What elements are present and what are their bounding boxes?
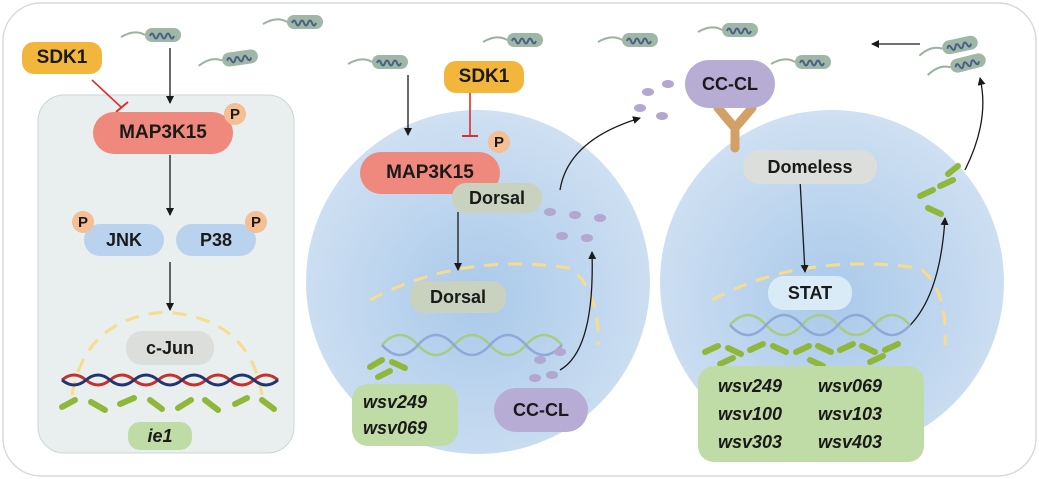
mrna-dashes-3 <box>702 163 961 369</box>
gene-wsv403-p3: wsv403 <box>818 432 883 452</box>
stat-label: STAT <box>768 276 852 310</box>
domeless-receptor <box>713 103 757 153</box>
dorsal-nuclear-label: Dorsal <box>410 281 506 313</box>
phospho-map3k15-1: P <box>224 103 246 125</box>
arrow-nucleus-to-outside <box>904 217 949 331</box>
gene-wsv249-p2: wsv249 <box>363 392 428 412</box>
p38-label: P38 <box>176 224 256 256</box>
nuclear-envelope-2 <box>369 262 600 346</box>
arrow-cell-to-virus <box>964 77 986 171</box>
cccl-dots-2 <box>529 80 674 382</box>
gene-wsv303-p3: wsv303 <box>718 432 783 452</box>
jnk-label: JNK <box>84 224 164 256</box>
dna-helix-3 <box>729 313 911 337</box>
gene-wsv103-p3: wsv103 <box>818 404 883 424</box>
inhibit-sdk1-map3k15 <box>91 79 123 109</box>
arrow-dorsal-to-cccl-secretion <box>559 116 641 191</box>
domeless-label: Domeless <box>743 150 877 184</box>
gene-wsv069-p2: wsv069 <box>363 418 428 438</box>
phospho-map3k15-2: P <box>488 131 510 153</box>
arrow-cccl-up <box>559 251 597 371</box>
gene-wsv069-p3: wsv069 <box>818 376 883 396</box>
sdk1-label-2: SDK1 <box>444 61 524 93</box>
cjun-label: c-Jun <box>126 331 214 365</box>
gene-box-2: wsv249 wsv069 <box>352 384 458 446</box>
nuclear-envelope-3 <box>711 262 947 346</box>
cccl-label-2: CC-CL <box>494 388 588 432</box>
gene-box-3: wsv249 wsv069 wsv100 wsv103 wsv303 wsv40… <box>698 366 924 462</box>
dorsal-cyto-label: Dorsal <box>452 183 542 213</box>
sdk1-label-1: SDK1 <box>22 42 102 74</box>
mrna-dashes-2 <box>367 357 408 380</box>
panel1-cell <box>37 94 295 454</box>
phospho-p38: P <box>245 211 267 233</box>
cccl-label-3: CC-CL <box>685 60 775 108</box>
phospho-jnk: P <box>72 211 94 233</box>
dna-helix-1 <box>61 373 279 387</box>
map3k15-label-1: MAP3K15 <box>93 112 233 154</box>
arrow-domeless-to-stat <box>799 179 809 273</box>
gene-wsv100-p3: wsv100 <box>718 404 783 424</box>
ie1-label: ie1 <box>128 422 192 450</box>
dna-helix-2 <box>381 333 563 357</box>
mrna-dashes-1 <box>59 395 277 413</box>
gene-wsv249-p3: wsv249 <box>718 376 783 396</box>
